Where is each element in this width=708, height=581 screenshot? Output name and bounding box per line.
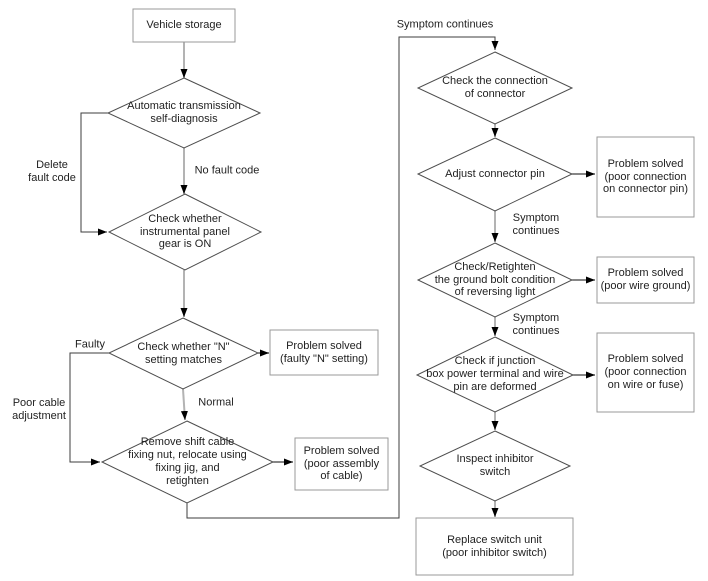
auto-diag-label: Automatic transmission self-diagnosis (127, 100, 241, 125)
solved-pin-box-shape (596, 136, 695, 218)
edge-label-no-fault-code: No fault code (194, 164, 260, 177)
edge-label-symptom-continues-top: Symptom continues (396, 18, 494, 31)
panel-gear-diamond-shape (107, 193, 263, 271)
shift-cable-diamond-shape (100, 420, 275, 504)
inspect-switch-label: Inspect inhibitor switch (456, 453, 534, 478)
connector-lines (180, 42, 499, 517)
solved-n-setting-box-shape (269, 329, 379, 376)
feedback-symptom-continues (186, 36, 499, 519)
decision-diamonds (100, 51, 575, 504)
loop-delete-fault-code (80, 112, 108, 236)
junction-box-diamond-shape (415, 336, 575, 413)
solved-cable-label: Problem solved (poor assembly of cable) (303, 444, 380, 483)
junction-box-label: Check if junction box power terminal and… (426, 355, 564, 393)
connector (180, 388, 188, 421)
result-arrows (258, 170, 595, 466)
panel-gear-label: Check whether instrumental panel gear is… (140, 212, 230, 251)
solved-n-setting-label: Problem solved (faulty "N" setting) (280, 339, 368, 365)
n-setting-diamond-shape (107, 317, 260, 390)
replace-switch-box-shape (415, 517, 574, 576)
feedback-lines (69, 36, 499, 519)
connector-check-diamond-shape (416, 51, 574, 125)
edge-label-delete-fault-code: Delete fault code (28, 159, 76, 184)
shift-cable-label: Remove shift cable fixing nut, relocate … (128, 436, 247, 487)
edge-label-poor-cable-adjustment: Poor cable adjustment (12, 397, 66, 422)
vehicle-storage-box-shape (132, 8, 236, 43)
replace-switch-label: Replace switch unit (poor inhibitor swit… (442, 533, 547, 559)
ground-bolt-label: Check/Retighten the ground bolt conditio… (434, 260, 556, 299)
solved-ground-label: Problem solved (poor wire ground) (600, 267, 691, 292)
n-setting-label: Check whether "N" setting matches (137, 340, 230, 366)
solved-fuse-box-shape (596, 332, 695, 413)
solved-pin-label: Problem solved (poor connection on conne… (603, 157, 688, 196)
adjust-pin-label: Adjust connector pin (445, 168, 545, 181)
loop-poor-cable-adjustment (69, 352, 109, 466)
process-boxes (132, 8, 695, 576)
vehicle-storage-label: Vehicle storage (146, 19, 222, 32)
solved-ground-box-shape (596, 256, 695, 304)
solved-cable-box-shape (294, 437, 389, 491)
edge-label-symptom-continues-2: Symptom continues (512, 312, 560, 337)
ground-bolt-diamond-shape (416, 242, 574, 318)
edge-label-faulty: Faulty (75, 338, 105, 351)
solved-fuse-label: Problem solved (poor connection on wire … (604, 353, 687, 391)
adjust-pin-diamond-shape (416, 137, 574, 212)
edge-label-symptom-continues-1: Symptom continues (512, 212, 560, 237)
connector-check-label: Check the connection of connector (442, 75, 548, 100)
inspect-switch-diamond-shape (418, 430, 572, 502)
edge-label-normal: Normal (198, 396, 234, 409)
auto-diag-diamond-shape (106, 77, 262, 149)
